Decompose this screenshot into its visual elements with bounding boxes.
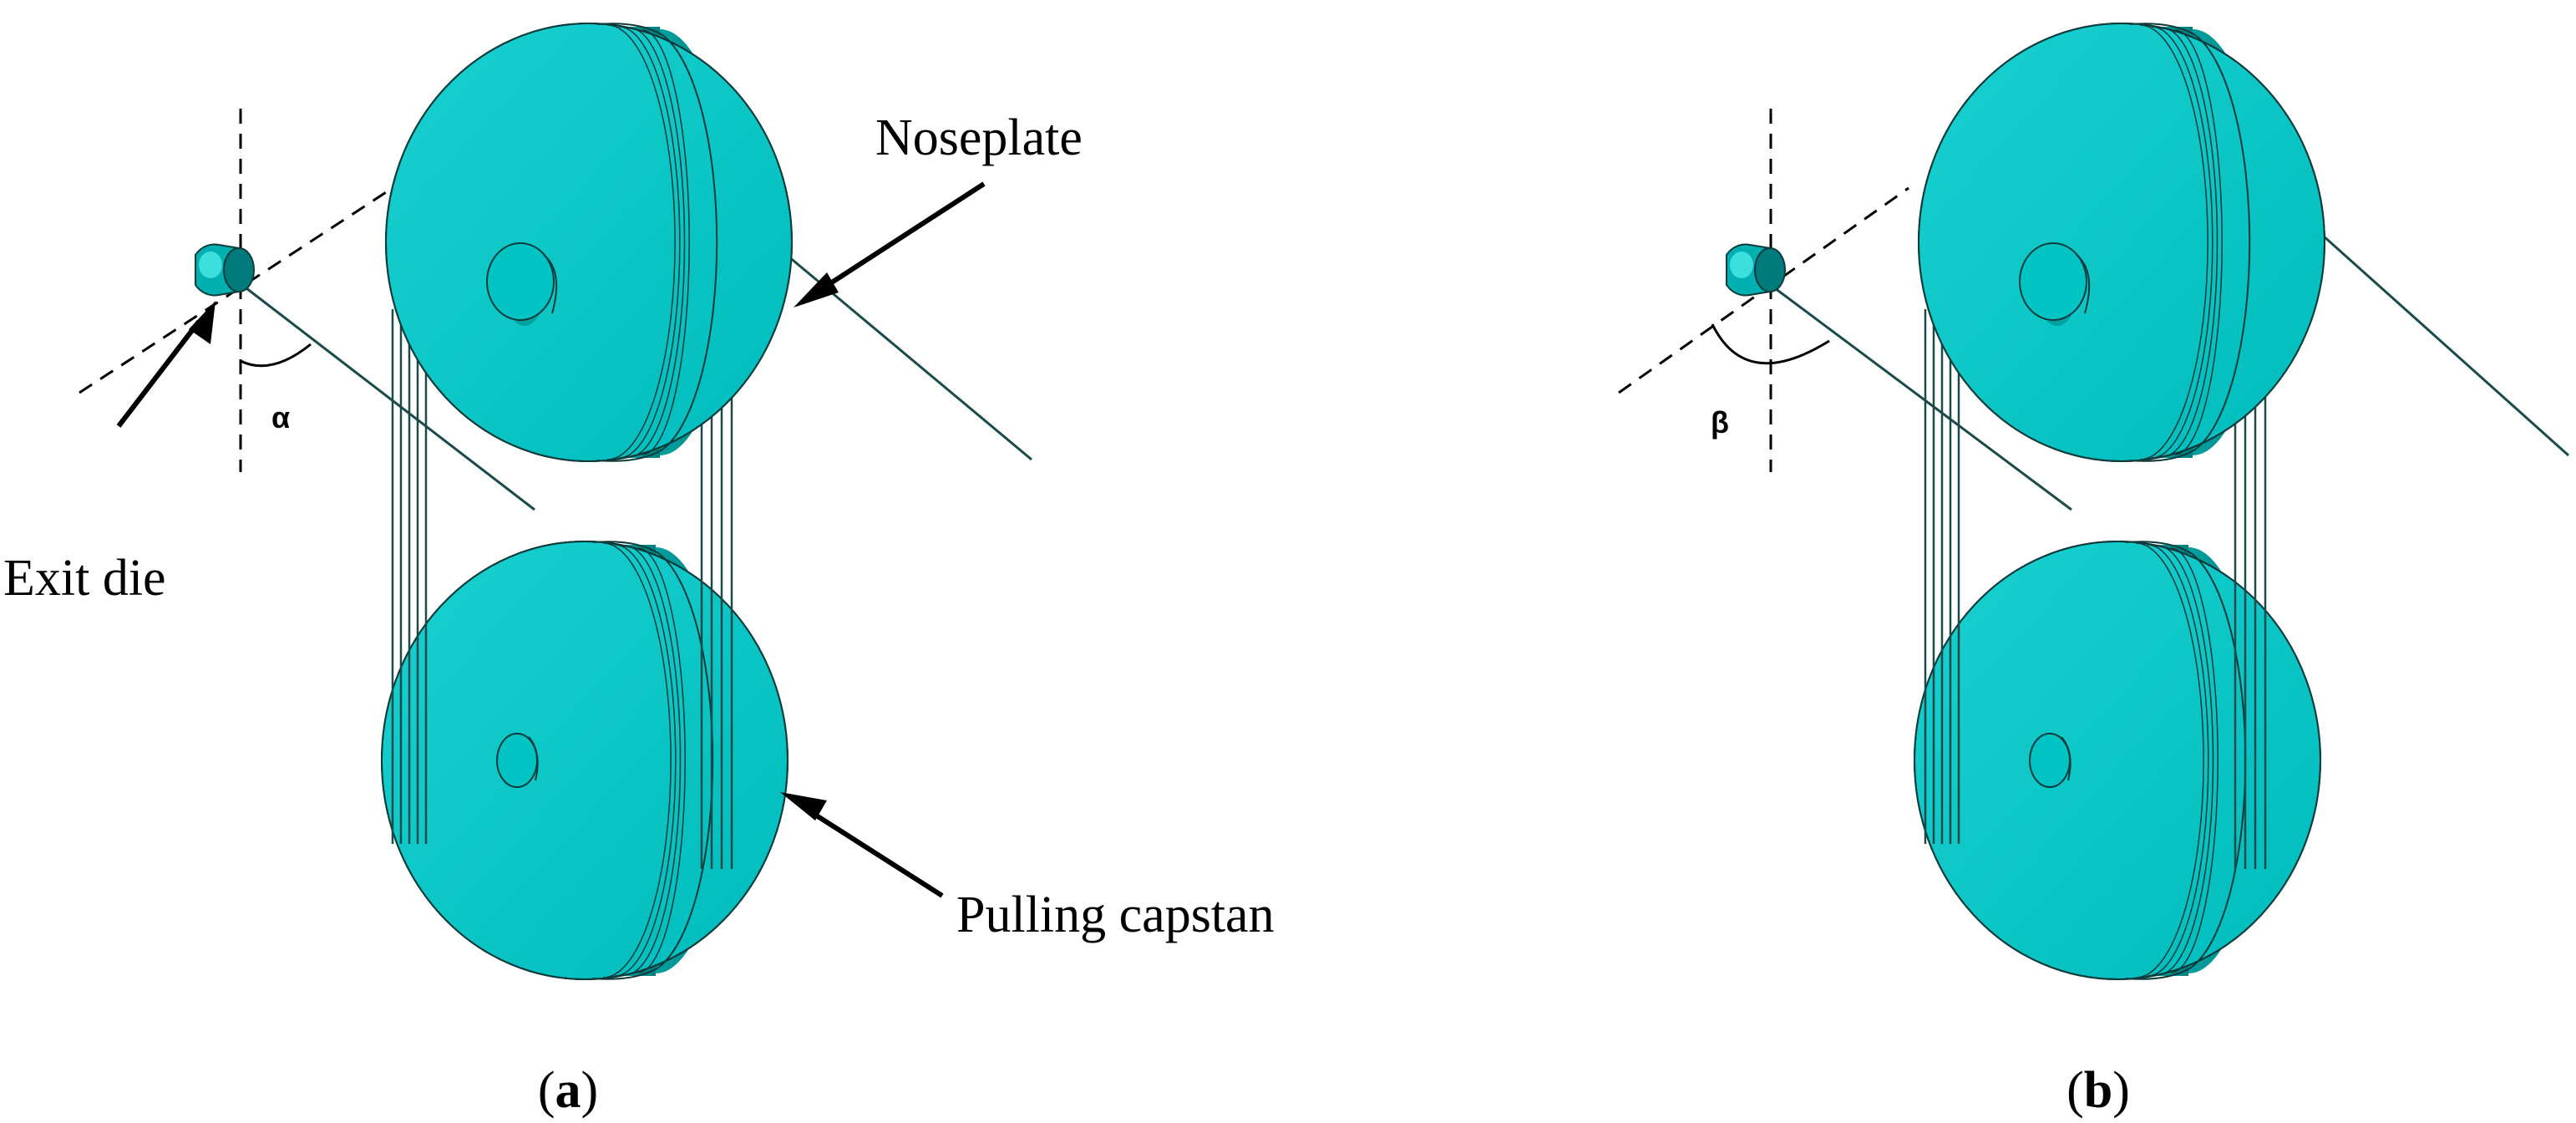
exit-die-callout: Exit die [3,550,166,607]
exit-die-arrow [116,301,216,428]
pulling-capstan-disc [381,541,789,980]
wire-wraps [391,309,733,869]
panel-a-label: (a) [538,1062,598,1119]
noseplate-disc [385,23,793,462]
pulling-capstan-disc [1914,541,2321,980]
beta-angle-label: β [1711,405,1729,440]
pulling-capstan-callout: Pulling capstan [956,887,1275,943]
exit-die [195,243,255,297]
panel-a: α Noseplate Exit die Pulling capstan (a) [3,23,1275,1119]
alpha-angle-label: α [271,400,290,434]
exit-die [1726,243,1786,297]
pulling-capstan-arrow [780,792,944,898]
beta-angle-arc [1711,323,1830,365]
panel-b-label: (b) [2066,1062,2130,1119]
noseplate-arrow [794,181,986,307]
wire-to-capstan [246,287,535,511]
alpha-angle-arc [240,343,312,368]
wire-to-capstan [1774,287,2072,511]
wire-wraps [1924,309,2267,869]
panel-b: β (b) [1618,23,2570,1119]
noseplate-callout: Noseplate [875,109,1083,166]
noseplate-disc [1918,23,2325,462]
